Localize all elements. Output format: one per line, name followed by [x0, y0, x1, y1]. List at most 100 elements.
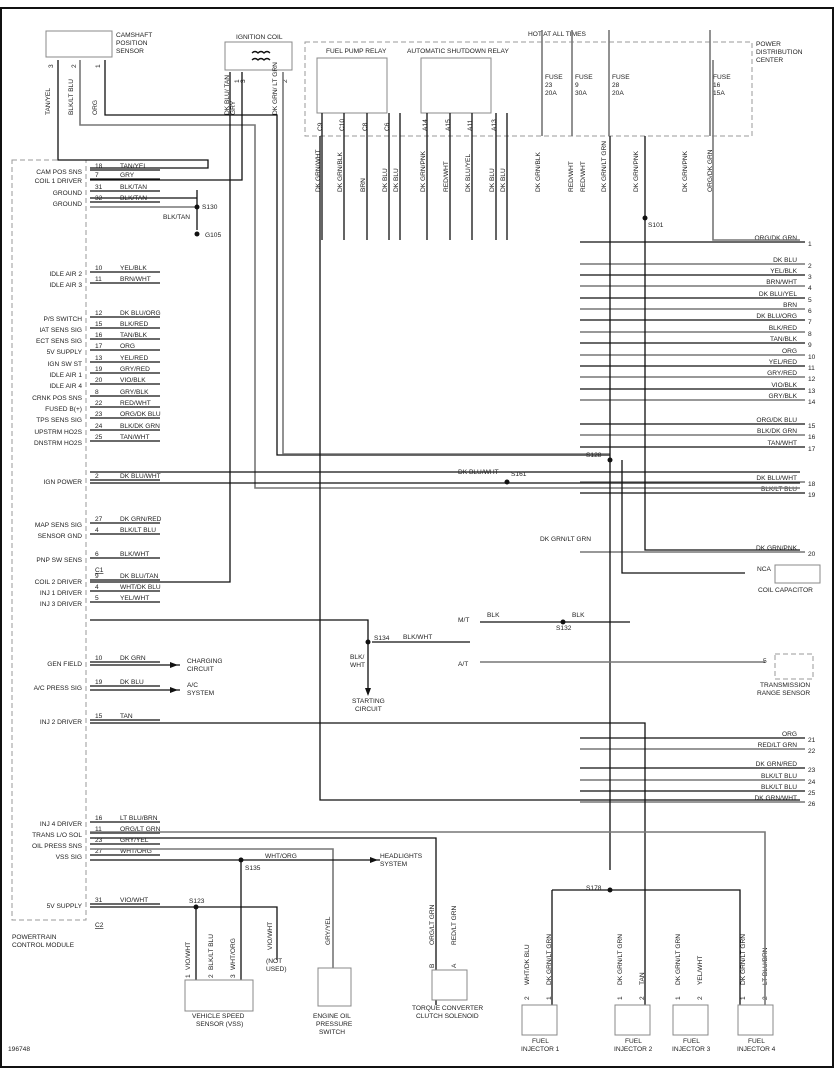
- splice-s101: S101: [642, 215, 664, 229]
- svg-text:DK BLU/TAN: DK BLU/TAN: [120, 573, 159, 580]
- svg-text:S134: S134: [374, 635, 390, 642]
- svg-text:(NOT: (NOT: [266, 958, 282, 965]
- splice-s134: S134: [365, 635, 390, 645]
- svg-text:PNP SW SENS: PNP SW SENS: [36, 557, 82, 564]
- splice-s178: S178: [586, 885, 613, 893]
- pcm-box: [11, 159, 87, 921]
- svg-text:RANGE SENSOR: RANGE SENSOR: [757, 690, 810, 697]
- wire-label: ORG: [92, 100, 99, 115]
- svg-text:SWITCH: SWITCH: [319, 1029, 345, 1036]
- svg-text:SENSOR: SENSOR: [116, 48, 144, 55]
- wire-label: 3: [230, 974, 237, 978]
- svg-text:IDLE AIR 1: IDLE AIR 1: [49, 372, 82, 379]
- svg-text:25: 25: [95, 434, 103, 441]
- wire-label: GRY/YEL: [325, 916, 332, 945]
- svg-text:WHT/ORG: WHT/ORG: [120, 848, 152, 855]
- svg-text:A/T: A/T: [458, 661, 468, 668]
- splice-s130: S130: [194, 204, 218, 211]
- wire-label: 2: [697, 996, 704, 1000]
- svg-text:TAN/YEL: TAN/YEL: [120, 163, 147, 170]
- svg-text:RED/WHT: RED/WHT: [120, 400, 151, 407]
- wire-label: 1: [740, 996, 747, 1000]
- svg-text:NCA: NCA: [757, 566, 772, 573]
- svg-text:SENSOR GND: SENSOR GND: [38, 533, 83, 540]
- wire-label: 3: [240, 79, 247, 83]
- splice-s123: S123: [189, 898, 205, 910]
- svg-text:BLK/TAN: BLK/TAN: [163, 214, 190, 221]
- wire-label: 1: [546, 996, 553, 1000]
- svg-text:YEL/RED: YEL/RED: [769, 359, 797, 366]
- svg-text:IDLE AIR 3: IDLE AIR 3: [49, 282, 82, 289]
- wire-label: DK GRN/LT GRN: [675, 934, 682, 985]
- svg-text:15: 15: [808, 423, 816, 430]
- svg-text:FUSE: FUSE: [575, 74, 593, 81]
- wire-label: WHT/ORG: [230, 938, 237, 970]
- wire-label: B: [429, 963, 436, 968]
- wire-label: DK GRN/PNK: [420, 150, 427, 192]
- wire-label: DK GRN/WHT: [315, 150, 322, 193]
- right-connector-pin: RED/LT GRN 22: [580, 742, 816, 755]
- svg-text:DK GRN/PNK: DK GRN/PNK: [756, 545, 798, 552]
- svg-text:22: 22: [808, 748, 816, 755]
- svg-text:2: 2: [95, 473, 99, 480]
- svg-text:13: 13: [95, 355, 103, 362]
- svg-text:6: 6: [808, 308, 812, 315]
- svg-text:15: 15: [95, 321, 103, 328]
- svg-text:BLK/RED: BLK/RED: [769, 325, 797, 332]
- svg-text:20A: 20A: [545, 90, 557, 97]
- svg-text:BLK/DK GRN: BLK/DK GRN: [120, 423, 160, 430]
- svg-text:16: 16: [95, 332, 103, 339]
- svg-text:RED/LT GRN: RED/LT GRN: [758, 742, 798, 749]
- wire-label: DK GRN/LT GRN: [546, 934, 553, 985]
- wire-label: DK GRN/PNK: [633, 150, 640, 192]
- svg-text:16: 16: [95, 815, 103, 822]
- svg-text:ORG: ORG: [782, 731, 797, 738]
- ignition-coil: IGNITION COIL: [224, 34, 293, 71]
- svg-text:27: 27: [95, 848, 103, 855]
- svg-text:20: 20: [808, 551, 816, 558]
- svg-text:23: 23: [95, 411, 103, 418]
- svg-text:S178: S178: [586, 885, 602, 892]
- svg-text:S161: S161: [511, 471, 527, 478]
- svg-text:15: 15: [95, 713, 103, 720]
- svg-text:INJECTOR 1: INJECTOR 1: [521, 1046, 560, 1053]
- wire-label: DK GRN/LT GRN: [617, 934, 624, 985]
- svg-text:3: 3: [808, 274, 812, 281]
- svg-text:CIRCUIT: CIRCUIT: [355, 706, 382, 713]
- svg-text:FUEL: FUEL: [532, 1038, 549, 1045]
- svg-text:POWERTRAIN: POWERTRAIN: [12, 934, 57, 941]
- svg-text:6: 6: [95, 551, 99, 558]
- wire-label: DK BLU/ TAN: [224, 75, 231, 115]
- svg-text:18: 18: [95, 163, 103, 170]
- svg-text:VIO/BLK: VIO/BLK: [771, 382, 797, 389]
- power-distribution-center-box: [304, 41, 753, 137]
- svg-text:GRY/BLK: GRY/BLK: [769, 393, 798, 400]
- wire-label: 2: [71, 64, 78, 68]
- svg-text:S128: S128: [586, 452, 602, 459]
- svg-text:31: 31: [95, 897, 103, 904]
- svg-text:5V SUPPLY: 5V SUPPLY: [47, 903, 83, 910]
- svg-text:10: 10: [808, 354, 816, 361]
- svg-text:ORG: ORG: [120, 343, 135, 350]
- svg-text:7: 7: [808, 319, 812, 326]
- svg-text:S130: S130: [202, 204, 218, 211]
